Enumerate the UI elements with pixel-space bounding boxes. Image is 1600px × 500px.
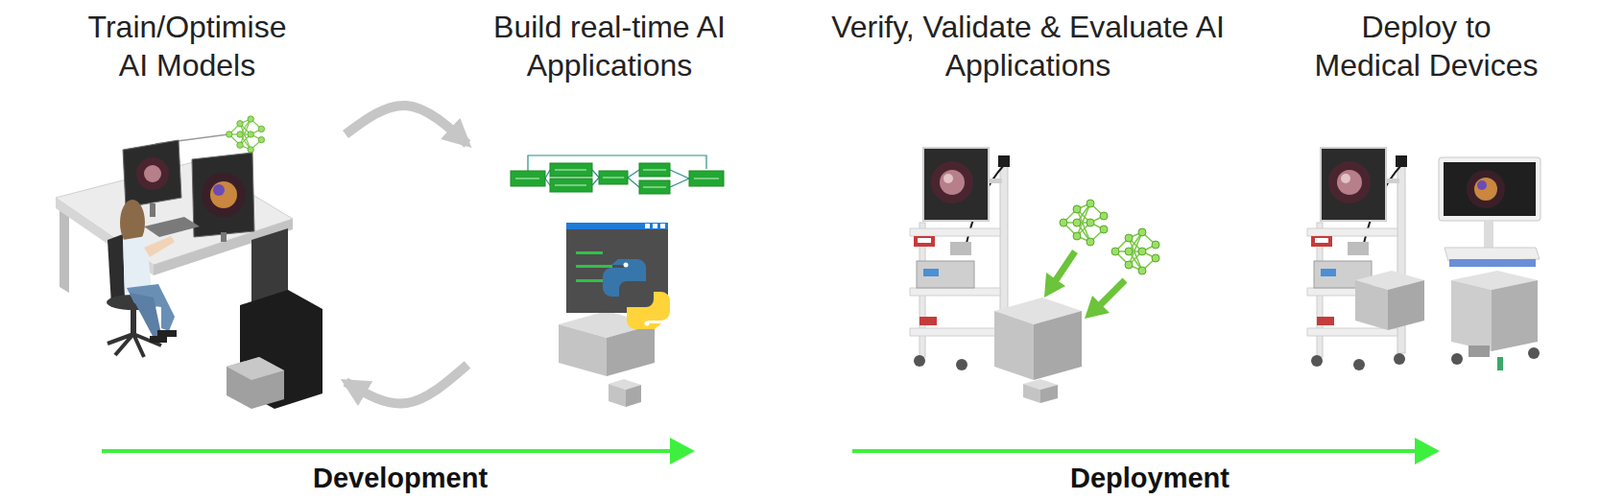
- stage-heading: Build real-time AI Applications: [475, 7, 744, 85]
- cycle-arrow: [345, 105, 468, 144]
- phase-label: Development: [312, 462, 488, 495]
- stage-heading: Train/Optimise AI Models: [73, 7, 301, 85]
- stage-node: Verify, Validate & Evaluate AI Applicati…: [807, 7, 1249, 411]
- stage-node: Deploy to Medical Devices: [1282, 7, 1571, 411]
- app-build-scene: [510, 155, 724, 407]
- stage-heading: Verify, Validate & Evaluate AI Applicati…: [826, 7, 1230, 85]
- stage-heading: Deploy to Medical Devices: [1305, 7, 1548, 85]
- medical-devices: [1307, 147, 1541, 371]
- stage-node: Build real-time AI Applications: [467, 7, 752, 411]
- phase-arrow: [101, 437, 695, 465]
- phase-label: Deployment: [1070, 462, 1230, 495]
- desk-scene: [55, 116, 323, 409]
- phase-arrow: [852, 437, 1440, 465]
- validation-cart: [909, 147, 1160, 404]
- stage-node: Train/Optimise AI Models: [28, 7, 346, 411]
- cycle-arrow: [345, 364, 468, 404]
